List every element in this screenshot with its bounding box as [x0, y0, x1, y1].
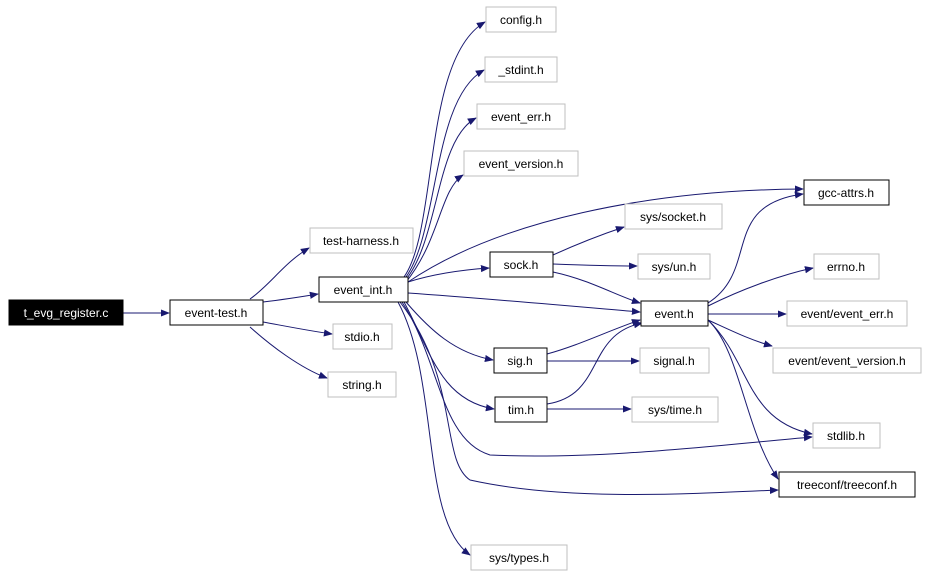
node-sys-time-h[interactable]: sys/time.h — [631, 396, 719, 423]
node-sys-types-h[interactable]: sys/types.h — [470, 544, 568, 571]
node-label-t-evg-register-c: t_evg_register.c — [24, 306, 109, 320]
node-sys-socket-h[interactable]: sys/socket.h — [624, 203, 723, 230]
edge-event_int-event — [407, 292, 641, 315]
edge-event_test-test_harness — [249, 247, 310, 300]
node-label-sock-h: sock.h — [504, 258, 539, 272]
node-label-event-err-h: event_err.h — [491, 110, 551, 124]
node-event-version-h[interactable]: event_version.h — [463, 150, 579, 177]
edge-event_int-gcc_attrs — [407, 185, 804, 283]
node-label-errno-h: errno.h — [827, 260, 865, 274]
node-gcc-attrs-h[interactable]: gcc-attrs.h — [803, 179, 890, 206]
edge-sock-event — [552, 271, 641, 304]
node-label-stdio-h: stdio.h — [344, 330, 379, 344]
node-sys-un-h[interactable]: sys/un.h — [637, 253, 711, 280]
node-test-harness-h[interactable]: test-harness.h — [309, 227, 414, 254]
node-label-config-h: config.h — [500, 13, 542, 27]
edge-sock-sys_socket — [552, 226, 625, 256]
node-signal-h[interactable]: signal.h — [639, 347, 710, 374]
node-sig-h[interactable]: sig.h — [493, 347, 548, 374]
node-string-h[interactable]: string.h — [327, 371, 397, 398]
node-label-event-int-h: event_int.h — [334, 283, 393, 297]
edge-event_int-stdlib — [401, 301, 813, 457]
edge-event-event_event_version — [707, 319, 773, 348]
edge-event_int-stdint — [401, 69, 485, 283]
edge-event_int-config — [399, 21, 486, 283]
node-treeconf-treeconf-h[interactable]: treeconf/treeconf.h — [778, 471, 916, 498]
edge-event_int-tim — [403, 301, 495, 412]
node-label-event-event-err-h: event/event_err.h — [801, 307, 894, 321]
edge-event_int-treeconf — [399, 301, 779, 495]
edge-event_int-event_version — [405, 174, 464, 283]
node-label-signal-h: signal.h — [653, 354, 694, 368]
edge-event_int-sock — [407, 264, 490, 283]
edge-sig-event — [546, 319, 641, 355]
node-label-sys-socket-h: sys/socket.h — [640, 210, 706, 224]
node-label-string-h: string.h — [342, 378, 381, 392]
edge-event_int-event_err — [403, 117, 477, 283]
nodes: t_evg_register.c event-test.h test-harne… — [8, 6, 922, 571]
node-event-int-h[interactable]: event_int.h — [318, 276, 409, 303]
node-event-event-version-h[interactable]: event/event_version.h — [772, 347, 922, 374]
edge-sock-sys_un — [552, 262, 638, 270]
edge-event_int-sig — [405, 301, 494, 363]
edge-event_test-event_int — [262, 291, 319, 303]
node-label-sys-un-h: sys/un.h — [652, 260, 697, 274]
node-label-event-event-version-h: event/event_version.h — [788, 354, 905, 368]
edge-event-stdlib — [707, 319, 813, 436]
node-errno-h[interactable]: errno.h — [813, 253, 880, 280]
node-label-sys-time-h: sys/time.h — [648, 403, 702, 417]
node-tim-h[interactable]: tim.h — [494, 396, 548, 423]
node-event-h[interactable]: event.h — [640, 300, 709, 327]
edges — [123, 21, 814, 556]
node-label-sys-types-h: sys/types.h — [489, 551, 549, 565]
node-config-h[interactable]: config.h — [485, 6, 557, 33]
node-label-test-harness-h: test-harness.h — [323, 234, 399, 248]
node-event-test-h[interactable]: event-test.h — [169, 299, 264, 326]
node-label-gcc-attrs-h: gcc-attrs.h — [818, 186, 874, 200]
node-label-treeconf-treeconf-h: treeconf/treeconf.h — [797, 478, 897, 492]
edge-tim-event — [546, 321, 643, 405]
node-stdio-h[interactable]: stdio.h — [332, 323, 393, 350]
edge-event_test-string — [249, 326, 328, 379]
node-label-event-test-h: event-test.h — [185, 306, 248, 320]
edge-event_int-sys_types — [397, 301, 471, 556]
edge-event_test-stdio — [262, 321, 333, 337]
node-event-event-err-h[interactable]: event/event_err.h — [786, 300, 908, 327]
node-label-stdint-h: _stdint.h — [497, 63, 543, 77]
node-label-sig-h: sig.h — [507, 354, 532, 368]
node-event-err-h[interactable]: event_err.h — [476, 103, 566, 130]
node-label-event-h: event.h — [654, 307, 693, 321]
node-label-tim-h: tim.h — [508, 403, 534, 417]
node-label-event-version-h: event_version.h — [479, 157, 564, 171]
node-label-stdlib-h: stdlib.h — [827, 429, 865, 443]
node-stdint-h[interactable]: _stdint.h — [484, 56, 558, 83]
node-stdlib-h[interactable]: stdlib.h — [812, 422, 881, 449]
node-t-evg-register-c[interactable]: t_evg_register.c — [8, 299, 124, 326]
node-sock-h[interactable]: sock.h — [489, 251, 554, 278]
edge-event-treeconf — [707, 319, 779, 480]
edge-event-errno — [707, 266, 814, 307]
edge-event-gcc_attrs — [707, 191, 804, 304]
